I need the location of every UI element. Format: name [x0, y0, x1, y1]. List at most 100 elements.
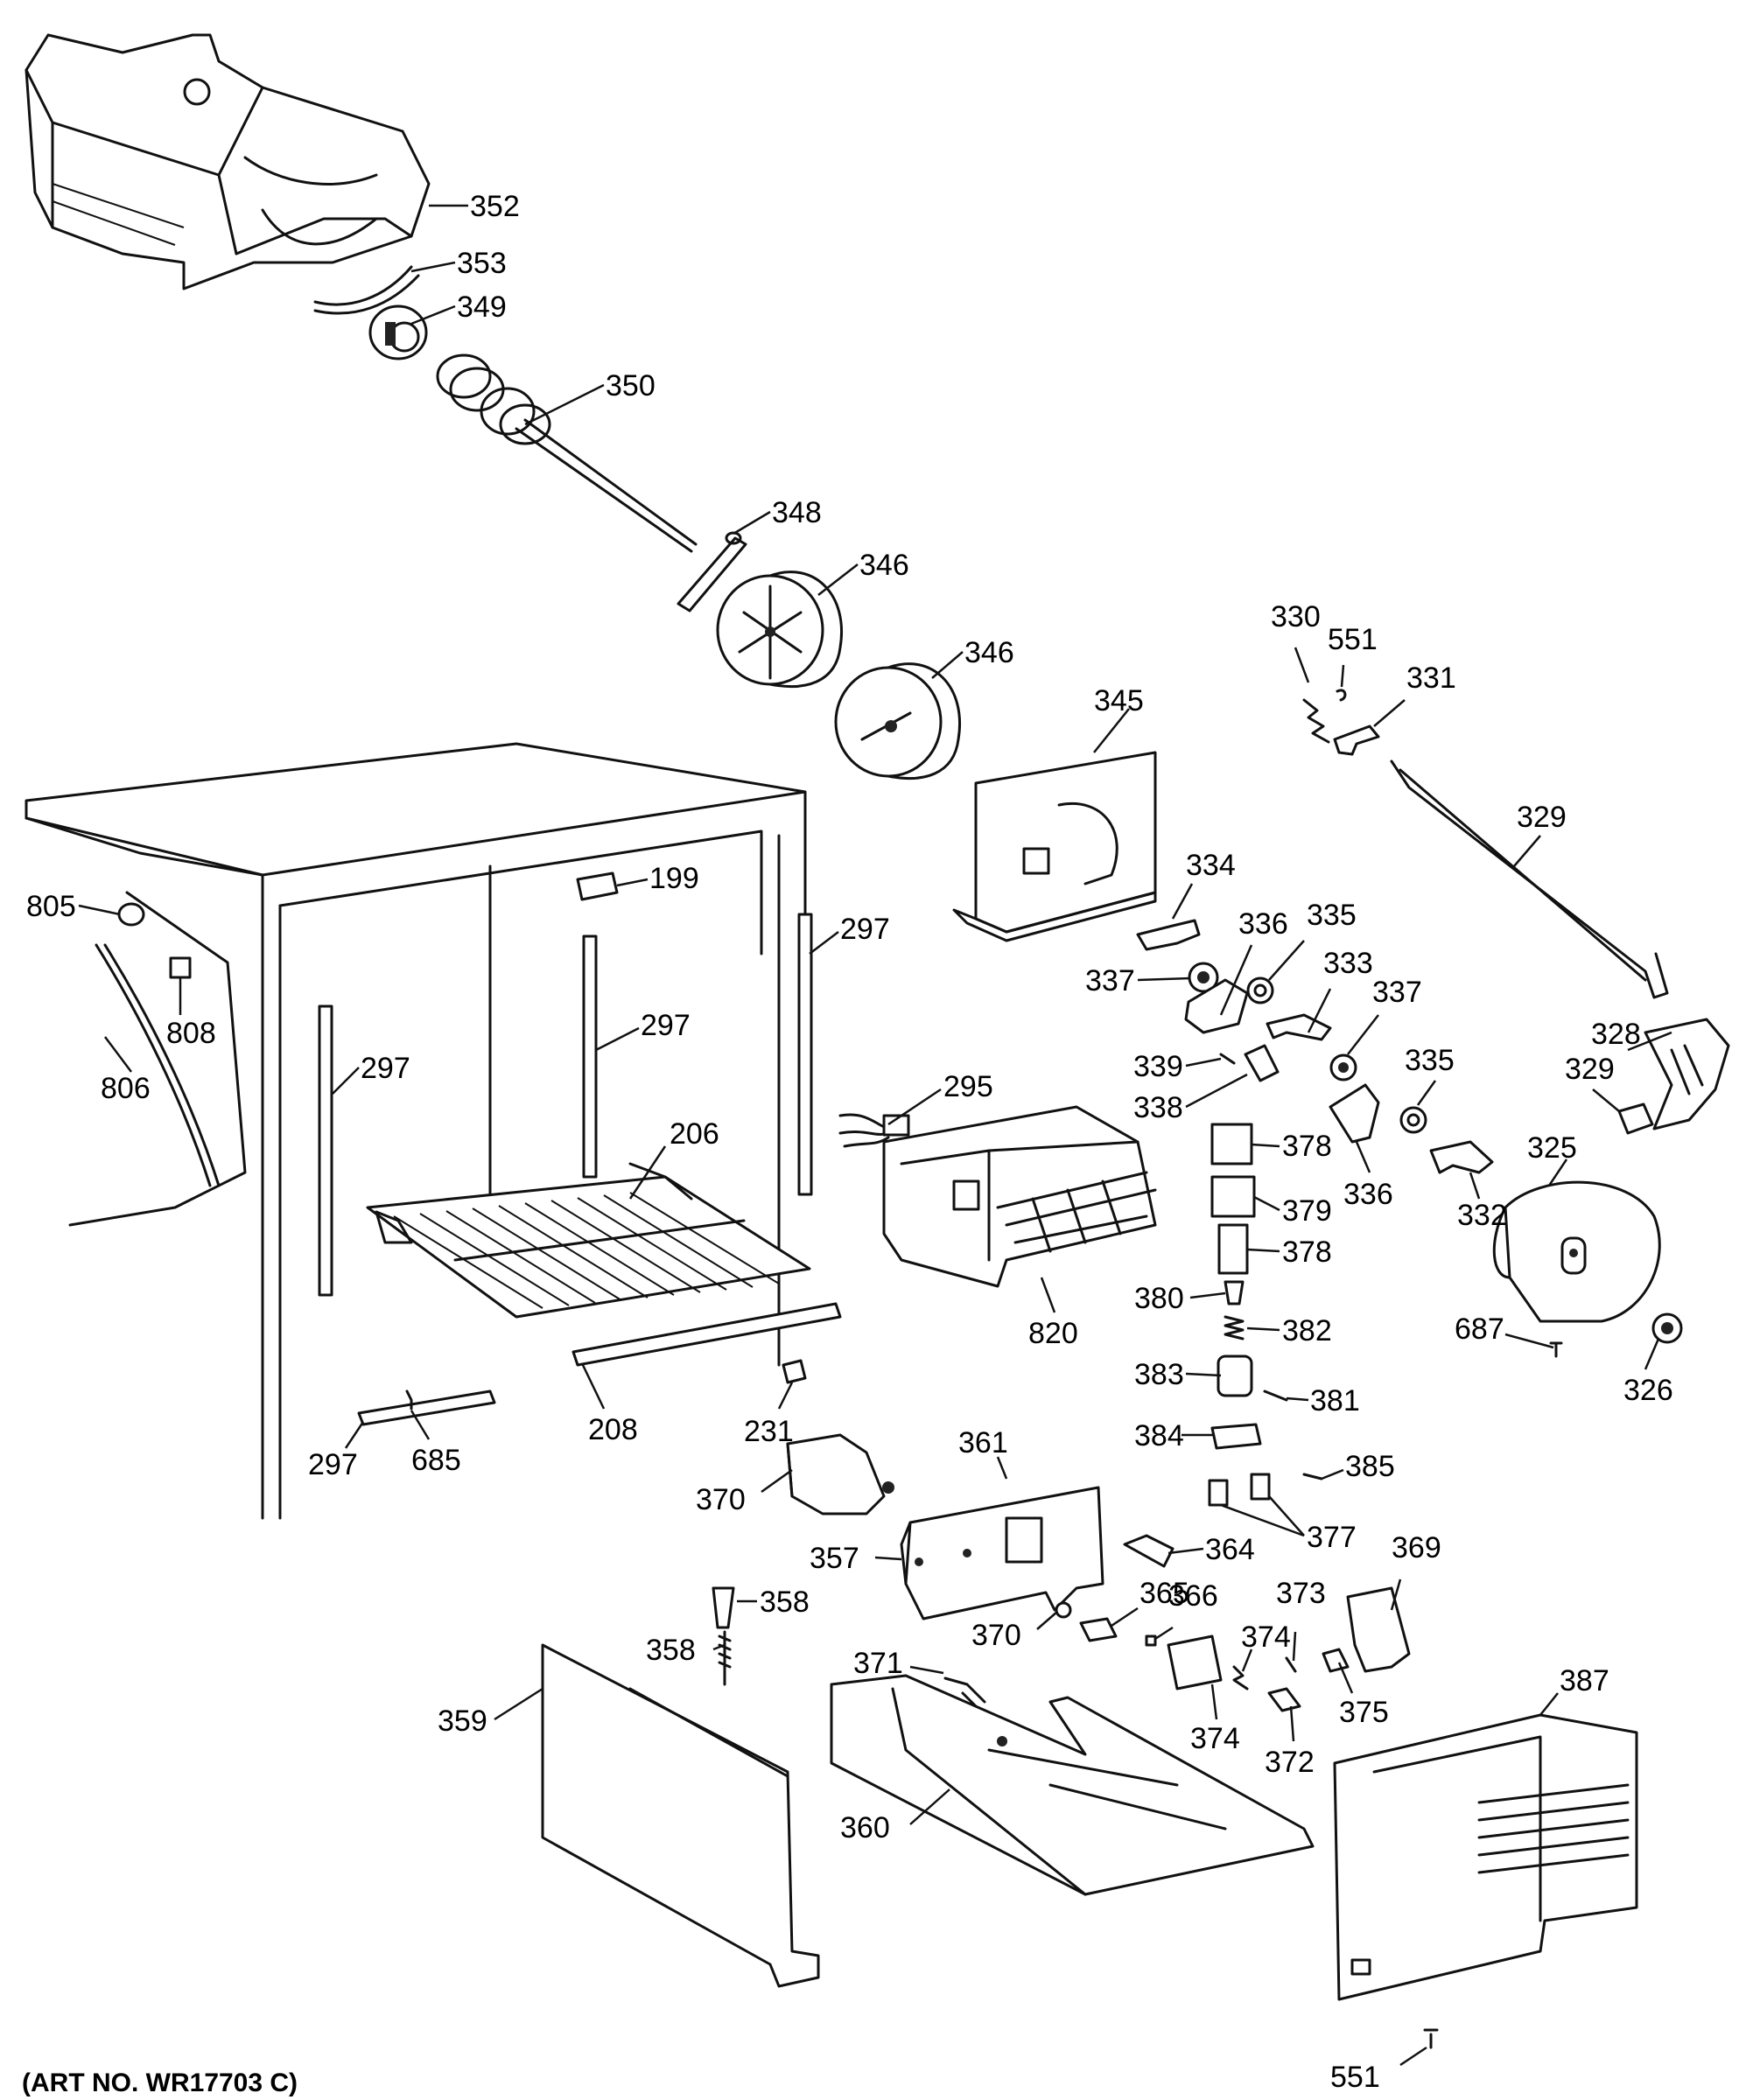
freezer-cabinet	[25, 742, 807, 1520]
screw-370b	[1055, 1601, 1072, 1619]
callout-378-upper: 378	[1282, 1130, 1332, 1163]
pin-385	[1302, 1473, 1323, 1480]
callout-379: 379	[1282, 1194, 1332, 1228]
callout-336-lower: 336	[1343, 1178, 1393, 1211]
housing-383	[1217, 1354, 1253, 1397]
bushing-326	[1651, 1312, 1683, 1344]
cam-334	[1136, 919, 1201, 951]
callout-371: 371	[853, 1647, 903, 1680]
callout-345: 345	[1094, 684, 1144, 718]
screw-687	[1549, 1341, 1563, 1358]
callout-348: 348	[772, 496, 822, 529]
callout-333: 333	[1323, 947, 1373, 980]
callout-808: 808	[166, 1017, 216, 1050]
part-372	[1267, 1687, 1301, 1712]
rod-block	[1617, 1102, 1654, 1135]
callout-685: 685	[411, 1444, 461, 1477]
control-bracket	[900, 1486, 1104, 1620]
callout-206: 206	[670, 1117, 719, 1151]
callout-231: 231	[744, 1415, 794, 1448]
callout-357: 357	[810, 1542, 859, 1575]
washer-335a	[1246, 976, 1274, 1004]
clip-373	[1285, 1656, 1297, 1673]
callout-387: 387	[1560, 1664, 1609, 1698]
callout-370-lower: 370	[971, 1619, 1021, 1652]
plunger-380	[1224, 1280, 1245, 1306]
part-366	[1145, 1634, 1157, 1647]
plunger-378b	[1217, 1223, 1249, 1275]
callout-331: 331	[1406, 662, 1456, 695]
callout-381: 381	[1310, 1384, 1360, 1418]
callout-384: 384	[1134, 1419, 1184, 1452]
callout-374-lower: 374	[1190, 1722, 1240, 1755]
callout-687: 687	[1455, 1312, 1504, 1346]
callout-295: 295	[943, 1070, 993, 1103]
front-panel	[541, 1643, 820, 1988]
callout-labels: 352 353 349 350 348 346 346 345 330 551 …	[26, 190, 1673, 2094]
callout-385: 385	[1345, 1450, 1395, 1483]
callout-820: 820	[1028, 1317, 1078, 1350]
callout-361: 361	[958, 1426, 1008, 1460]
rail-297-left	[318, 1004, 333, 1297]
callout-325: 325	[1527, 1131, 1577, 1165]
bearing	[368, 304, 428, 360]
rail-297-right	[797, 913, 813, 1196]
callout-334: 334	[1186, 849, 1236, 882]
callout-329-lower: 329	[1565, 1053, 1615, 1086]
base-tray	[830, 1674, 1315, 1896]
part-365	[1079, 1617, 1118, 1642]
callout-359: 359	[438, 1704, 487, 1738]
callout-335-lower: 335	[1405, 1044, 1455, 1077]
callout-358-lower: 358	[646, 1634, 696, 1667]
rail-297-bottom	[357, 1390, 496, 1426]
callout-365: 365	[1139, 1577, 1189, 1610]
bracket-369	[1346, 1586, 1411, 1673]
callout-349: 349	[457, 290, 507, 324]
callout-377: 377	[1307, 1521, 1357, 1554]
callout-297-left: 297	[361, 1052, 410, 1085]
leader-lines	[78, 204, 1672, 2067]
callout-360: 360	[840, 1811, 890, 1844]
callout-337-right: 337	[1372, 976, 1422, 1009]
gear-336a	[1184, 978, 1249, 1034]
art-number: (ART NO. WR17703 C)	[22, 2068, 298, 2097]
screw-551b	[1423, 2028, 1439, 2049]
cover-374a	[1167, 1634, 1223, 1690]
ice-maker	[882, 1105, 1157, 1288]
pin-339	[1219, 1053, 1236, 1065]
callout-297-bottom: 297	[308, 1448, 358, 1481]
screw-685	[405, 1390, 413, 1410]
wire-shelf	[366, 1162, 811, 1319]
callout-329-upper: 329	[1517, 801, 1567, 834]
callout-297-center: 297	[641, 1009, 691, 1042]
callout-353: 353	[457, 247, 507, 280]
callout-346-upper: 346	[859, 549, 909, 582]
gasket-arc	[313, 265, 413, 306]
crusher-drum-1	[716, 570, 843, 689]
callout-370-upper: 370	[696, 1483, 746, 1516]
ice-bucket	[25, 33, 431, 290]
callout-337-left: 337	[1085, 964, 1135, 998]
shelf-rail-208	[571, 1302, 842, 1367]
rod-bracket	[1644, 1018, 1730, 1130]
light-socket-199	[576, 872, 619, 901]
control-rod	[1390, 760, 1669, 999]
switch-338	[1244, 1044, 1280, 1082]
callout-551-upper: 551	[1328, 623, 1378, 656]
solenoid-frame-378a	[1210, 1123, 1253, 1166]
callout-338: 338	[1133, 1091, 1183, 1124]
retaining-clip	[1336, 689, 1347, 702]
callout-352: 352	[470, 190, 520, 223]
callout-806: 806	[101, 1072, 151, 1105]
callout-199: 199	[649, 862, 699, 895]
callout-373: 373	[1276, 1577, 1326, 1610]
mounting-plate	[952, 751, 1157, 942]
rail-297-center	[582, 934, 598, 1179]
callout-378-lower: 378	[1282, 1236, 1332, 1269]
pin-381	[1263, 1390, 1288, 1402]
gear-336b	[1329, 1083, 1380, 1144]
motor-housing	[1492, 1180, 1661, 1323]
bracket-231	[782, 1359, 807, 1384]
solenoid-coil-379	[1210, 1175, 1256, 1218]
